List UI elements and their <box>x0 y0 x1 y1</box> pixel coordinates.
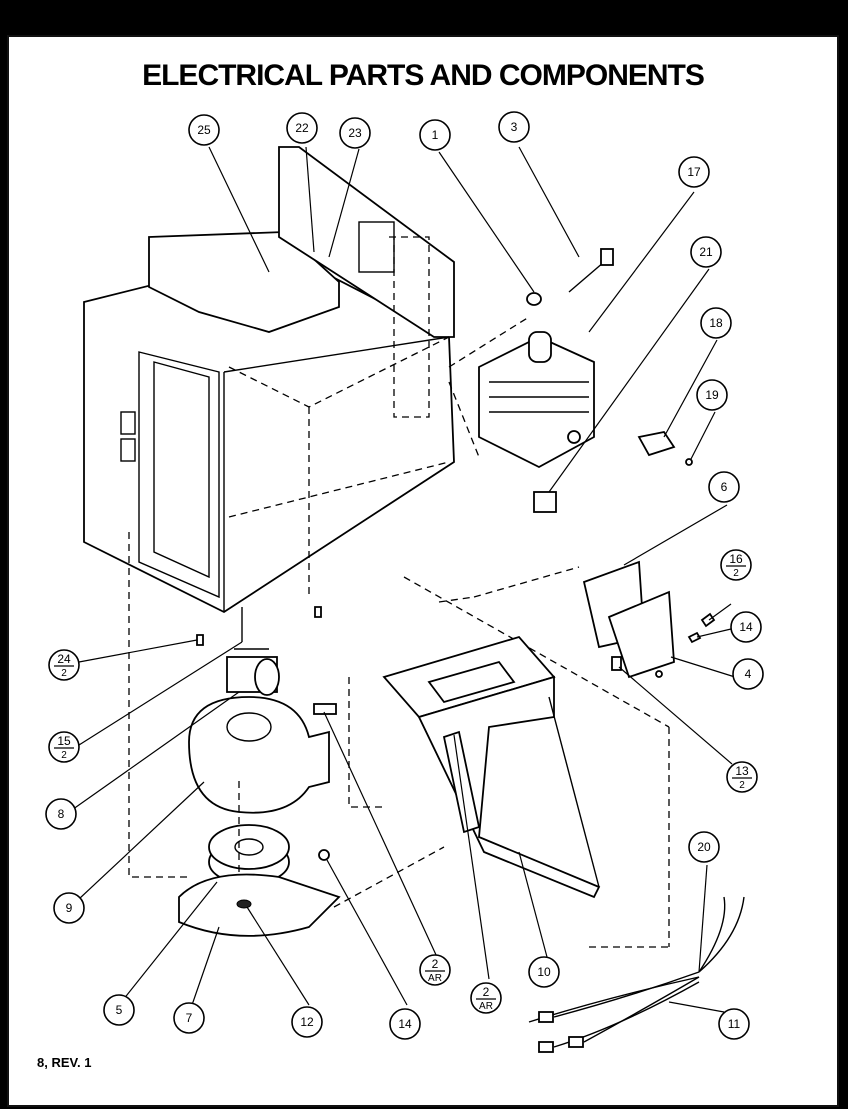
svg-text:17: 17 <box>687 165 701 179</box>
callout-13-2: 13 2 <box>726 761 758 793</box>
grommet-14b <box>318 849 330 861</box>
thermal-cutout-1 <box>526 292 542 306</box>
callout-7: 7 <box>173 1002 205 1034</box>
svg-text:21: 21 <box>699 245 713 259</box>
callout-25: 25 <box>188 114 220 146</box>
svg-text:2: 2 <box>61 668 67 679</box>
callout-16-2: 16 2 <box>720 549 752 581</box>
svg-text:2: 2 <box>733 568 739 579</box>
callout-22: 22 <box>286 112 318 144</box>
callout-14-b: 14 <box>389 1008 421 1040</box>
svg-text:18: 18 <box>709 316 723 330</box>
blower-housing-9 <box>188 696 330 814</box>
screw-chassis <box>314 606 322 618</box>
screw-24 <box>196 634 204 646</box>
high-voltage-lead-3 <box>568 248 614 293</box>
callout-20: 20 <box>688 831 720 863</box>
svg-text:19: 19 <box>705 388 719 402</box>
wire-harness-11 <box>528 896 745 1053</box>
svg-text:11: 11 <box>728 1017 741 1031</box>
callout-11: 11 <box>718 1008 750 1040</box>
air-duct-10 <box>382 635 601 899</box>
callout-18: 18 <box>700 307 732 339</box>
svg-text:AR: AR <box>428 973 442 984</box>
svg-text:9: 9 <box>66 901 73 915</box>
svg-text:20: 20 <box>697 840 711 854</box>
callout-2-ar-a: 2 AR <box>419 954 451 986</box>
callout-5: 5 <box>103 994 135 1026</box>
blower-motor-8 <box>226 648 280 696</box>
svg-text:16: 16 <box>729 552 743 566</box>
svg-text:10: 10 <box>537 965 551 979</box>
svg-text:14: 14 <box>398 1017 412 1031</box>
fan-base-plate-7 <box>178 873 341 937</box>
svg-text:7: 7 <box>186 1011 193 1025</box>
fuse-holder-18-19 <box>637 430 693 466</box>
svg-text:2: 2 <box>739 780 745 791</box>
svg-text:14: 14 <box>739 620 753 634</box>
callout-19: 19 <box>696 379 728 411</box>
callout-15-2: 15 2 <box>48 731 80 763</box>
callout-24-2: 24 2 <box>48 649 80 681</box>
leader-lines <box>68 146 736 1013</box>
callout-17: 17 <box>678 156 710 188</box>
svg-text:22: 22 <box>295 121 309 135</box>
svg-text:2: 2 <box>483 985 490 999</box>
revision-label: 8, REV. 1 <box>37 1055 92 1070</box>
svg-text:4: 4 <box>745 667 752 681</box>
svg-text:8: 8 <box>58 807 65 821</box>
callout-8: 8 <box>45 798 77 830</box>
spacer-2a <box>313 703 337 715</box>
svg-text:25: 25 <box>197 123 211 137</box>
control-bracket-6-4 <box>582 560 716 679</box>
noise-filter-21 <box>533 491 557 513</box>
page-title: ELECTRICAL PARTS AND COMPONENTS <box>142 59 705 92</box>
callout-2-ar-b: 2 AR <box>470 982 502 1014</box>
exploded-parts-diagram: 25 22 23 1 3 17 21 18 19 6 16 <box>45 111 764 1053</box>
callout-21: 21 <box>690 236 722 268</box>
blower-fan-5 <box>208 824 290 885</box>
svg-text:2: 2 <box>61 750 67 761</box>
callout-14-a: 14 <box>730 611 762 643</box>
callout-4: 4 <box>732 658 764 690</box>
svg-text:12: 12 <box>300 1015 314 1029</box>
svg-text:23: 23 <box>348 126 362 140</box>
svg-text:AR: AR <box>479 1001 493 1012</box>
callout-23: 23 <box>339 117 371 149</box>
svg-text:2: 2 <box>432 957 439 971</box>
callout-9: 9 <box>53 892 85 924</box>
magnetron-assembly <box>478 331 595 469</box>
svg-text:6: 6 <box>721 480 728 494</box>
callout-3: 3 <box>498 111 530 143</box>
callout-12: 12 <box>291 1006 323 1038</box>
svg-text:13: 13 <box>735 764 749 778</box>
svg-text:24: 24 <box>57 652 71 666</box>
svg-text:3: 3 <box>511 120 518 134</box>
callout-1: 1 <box>419 119 451 151</box>
callout-6: 6 <box>708 471 740 503</box>
cabinet-chassis <box>83 146 530 614</box>
callout-10: 10 <box>528 956 560 988</box>
parts-sheet: ELECTRICAL PARTS AND COMPONENTS <box>7 35 839 1107</box>
svg-text:1: 1 <box>432 128 439 142</box>
svg-text:15: 15 <box>57 734 71 748</box>
svg-text:5: 5 <box>116 1003 123 1017</box>
